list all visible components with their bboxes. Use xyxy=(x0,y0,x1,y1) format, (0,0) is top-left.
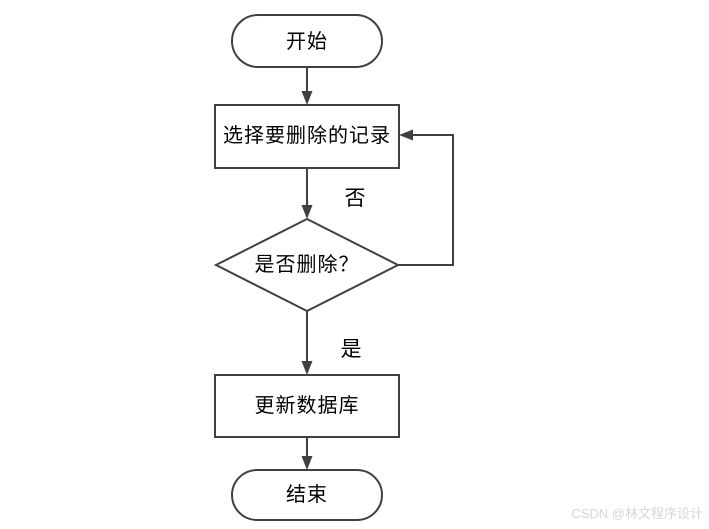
end-terminator-shape xyxy=(231,469,383,521)
edge-start-to-select xyxy=(301,67,313,105)
arrowhead-down-icon xyxy=(301,205,313,219)
node-end: 结束 xyxy=(231,469,383,521)
start-label: 开始 xyxy=(286,30,328,53)
csdn-watermark: CSDN @林文程序设计 xyxy=(571,506,703,521)
arrowhead-down-icon xyxy=(301,91,313,105)
node-decision: 是否删除？ xyxy=(213,217,401,313)
edge-label-yes: 是 xyxy=(341,337,362,361)
edge-label-no: 否 xyxy=(345,186,366,210)
arrowhead-left-icon xyxy=(399,129,413,141)
select-record-label: 选择要删除的记录 xyxy=(223,124,391,147)
node-update-database: 更新数据库 xyxy=(214,374,400,438)
edge-loop-no-back-to-select xyxy=(398,129,454,266)
select-record-process-shape xyxy=(214,104,400,169)
edge-update-to-end xyxy=(301,437,313,470)
update-database-process-shape xyxy=(214,374,400,438)
arrowhead-down-icon xyxy=(301,456,313,470)
node-start: 开始 xyxy=(231,14,383,68)
end-label: 结束 xyxy=(286,483,328,506)
update-database-label: 更新数据库 xyxy=(255,394,360,417)
edge-polyline xyxy=(398,134,454,266)
edge-select-to-decision: 否 xyxy=(301,168,366,219)
edge-decision-to-update: 是 xyxy=(301,311,362,375)
arrowhead-down-icon xyxy=(301,361,313,375)
node-select-record: 选择要删除的记录 xyxy=(214,104,400,169)
decision-label: 是否删除？ xyxy=(255,253,360,276)
